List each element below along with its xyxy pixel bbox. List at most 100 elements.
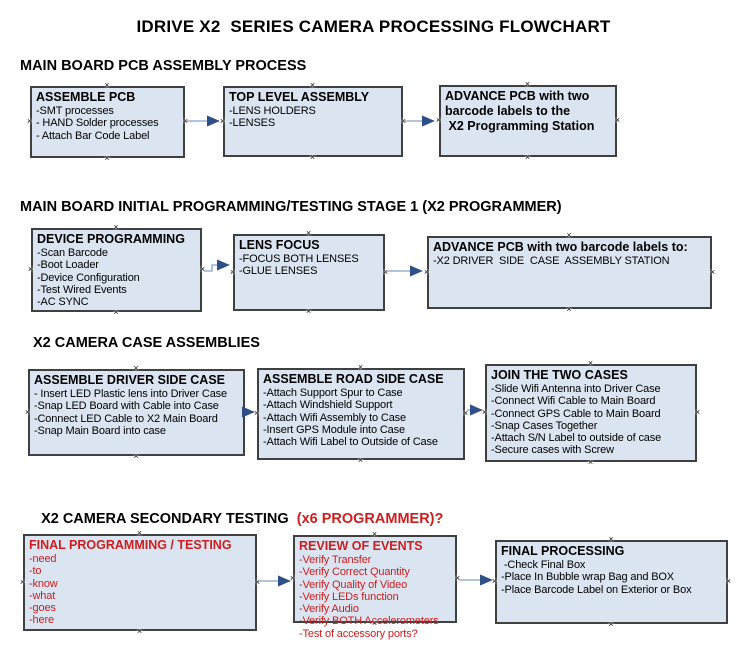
box-item: -Test of accessory ports? xyxy=(299,627,418,640)
connection-handle-icon[interactable] xyxy=(104,81,111,90)
box-items: -Scan Barcode-Boot Loader-Device Configu… xyxy=(37,247,196,308)
box-item: -GLUE LENSES xyxy=(239,265,318,278)
connection-handle-icon[interactable] xyxy=(587,458,594,467)
box-item: -Verify Audio xyxy=(299,603,359,616)
connection-handle-icon[interactable] xyxy=(19,578,26,587)
connection-handle-icon[interactable] xyxy=(253,409,260,418)
box-title: JOIN THE TWO CASES xyxy=(491,368,628,382)
box-title: TOP LEVEL ASSEMBLY xyxy=(229,90,370,104)
connection-handle-icon[interactable] xyxy=(423,268,430,277)
section-heading-case-assemblies: X2 CAMERA CASE ASSEMBLIES xyxy=(33,335,260,351)
box-device-programming[interactable]: DEVICE PROGRAMMING -Scan Barcode-Boot Lo… xyxy=(31,228,202,312)
section-heading-initial-programming: MAIN BOARD INITIAL PROGRAMMING/TESTING S… xyxy=(20,199,562,215)
connection-handle-icon[interactable] xyxy=(104,154,111,163)
connection-handle-icon[interactable] xyxy=(709,268,716,277)
connection-handle-icon[interactable] xyxy=(219,117,226,126)
box-top-level-assembly[interactable]: TOP LEVEL ASSEMBLY -LENS HOLDERS-LENSES xyxy=(223,86,403,157)
box-advance-pcb-programming-station[interactable]: ADVANCE PCB with two barcode labels to t… xyxy=(439,85,617,157)
box-item: -Connect Wifi Cable to Main Board xyxy=(491,395,656,408)
connection-handle-icon[interactable] xyxy=(309,153,316,162)
connection-handle-icon[interactable] xyxy=(608,535,615,544)
connection-handle-icon[interactable] xyxy=(566,305,573,314)
box-item: -Boot Loader xyxy=(37,259,99,272)
box-item: -Attach S/N Label to outside of case xyxy=(491,432,662,445)
connection-handle-icon[interactable] xyxy=(136,627,143,636)
box-item: -Verify Correct Quantity xyxy=(299,566,410,579)
connection-handle-icon[interactable] xyxy=(587,359,594,368)
connection-handle-icon[interactable] xyxy=(608,620,615,629)
connection-handle-icon[interactable] xyxy=(357,456,364,465)
box-item: -LENSES xyxy=(229,117,276,130)
connection-handle-icon[interactable] xyxy=(400,117,407,126)
connection-handle-icon[interactable] xyxy=(136,529,143,538)
box-items: - Insert LED Plastic lens into Driver Ca… xyxy=(34,388,239,437)
box-item: -Connect GPS Cable to Main Board xyxy=(491,407,661,420)
box-item: -Attach Support Spur to Case xyxy=(263,387,403,399)
box-title: ADVANCE PCB with two barcode labels to t… xyxy=(445,89,595,133)
connection-handle-icon[interactable] xyxy=(725,577,732,586)
connection-handle-icon[interactable] xyxy=(133,364,140,373)
connection-handle-icon[interactable] xyxy=(462,409,469,418)
connection-handle-icon[interactable] xyxy=(182,117,189,126)
connection-handle-icon[interactable] xyxy=(491,577,498,586)
connection-handle-icon[interactable] xyxy=(242,408,249,417)
box-join-the-two-cases[interactable]: JOIN THE TWO CASES -Slide Wifi Antenna i… xyxy=(485,364,697,462)
box-item: -Snap LED Board with Cable into Case xyxy=(34,400,219,413)
box-item: -Place In Bubble wrap Bag and BOX xyxy=(501,571,674,584)
box-review-of-events[interactable]: REVIEW OF EVENTS -Verify Transfer-Verify… xyxy=(293,535,457,640)
box-item: -SMT processes xyxy=(36,105,114,117)
flowchart-title: IDRIVE X2 SERIES CAMERA PROCESSING FLOWC… xyxy=(136,17,611,36)
connector-arrow[interactable] xyxy=(204,259,230,272)
connection-handle-icon[interactable] xyxy=(371,619,378,628)
box-items: -Slide Wifi Antenna into Driver Case-Con… xyxy=(491,383,691,457)
connection-handle-icon[interactable] xyxy=(481,408,488,417)
connection-handle-icon[interactable] xyxy=(305,307,312,316)
box-title: FINAL PROCESSING xyxy=(501,544,625,558)
box-item: -Verify Quality of Video xyxy=(299,578,408,591)
section-heading-secondary-testing: X2 CAMERA SECONDARY TESTING (x6 PROGRAMM… xyxy=(33,495,443,527)
connection-handle-icon[interactable] xyxy=(133,452,140,461)
connection-handle-icon[interactable] xyxy=(435,116,442,125)
connection-handle-icon[interactable] xyxy=(371,530,378,539)
connection-handle-icon[interactable] xyxy=(614,116,621,125)
connection-handle-icon[interactable] xyxy=(357,363,364,372)
connection-handle-icon[interactable] xyxy=(24,408,31,417)
box-item: -Place Barcode Label on Exterior or Box xyxy=(501,583,692,596)
connection-handle-icon[interactable] xyxy=(254,578,261,587)
box-final-processing[interactable]: FINAL PROCESSING -Check Final Box-Place … xyxy=(495,540,728,624)
box-assemble-driver-side-case[interactable]: ASSEMBLE DRIVER SIDE CASE - Insert LED P… xyxy=(28,369,245,456)
box-title: LENS FOCUS xyxy=(239,238,320,252)
box-item: -goes xyxy=(29,602,56,615)
connection-handle-icon[interactable] xyxy=(27,265,34,274)
connection-handle-icon[interactable] xyxy=(289,574,296,583)
connection-handle-icon[interactable] xyxy=(382,268,389,277)
connection-handle-icon[interactable] xyxy=(113,223,120,232)
box-item: -Scan Barcode xyxy=(37,247,108,259)
connection-handle-icon[interactable] xyxy=(694,408,701,417)
box-item: -Check Final Box xyxy=(501,559,586,571)
box-item: -LENS HOLDERS xyxy=(229,105,316,117)
box-lens-focus[interactable]: LENS FOCUS -FOCUS BOTH LENSES-GLUE LENSE… xyxy=(233,234,385,311)
connection-handle-icon[interactable] xyxy=(199,265,206,274)
connection-handle-icon[interactable] xyxy=(309,81,316,90)
box-final-programming-testing[interactable]: FINAL PROGRAMMING / TESTING -need-to-kno… xyxy=(23,534,257,631)
box-items: -SMT processes- HAND Solder processes- A… xyxy=(36,105,179,142)
box-assemble-road-side-case[interactable]: ASSEMBLE ROAD SIDE CASE -Attach Support … xyxy=(257,368,465,460)
box-item: -Attach Wifi Assembly to Case xyxy=(263,411,406,424)
box-advance-pcb-driver-side-station[interactable]: ADVANCE PCB with two barcode labels to: … xyxy=(427,236,712,309)
box-item: -FOCUS BOTH LENSES xyxy=(239,253,359,265)
connection-handle-icon[interactable] xyxy=(524,80,531,89)
connection-handle-icon[interactable] xyxy=(454,574,461,583)
connection-handle-icon[interactable] xyxy=(229,268,236,277)
connection-handle-icon[interactable] xyxy=(113,308,120,317)
box-assemble-pcb[interactable]: ASSEMBLE PCB -SMT processes- HAND Solder… xyxy=(30,86,185,158)
connection-handle-icon[interactable] xyxy=(305,229,312,238)
section-heading-secondary-testing-black: X2 CAMERA SECONDARY TESTING xyxy=(41,511,297,527)
connection-handle-icon[interactable] xyxy=(566,231,573,240)
section-heading-secondary-testing-red: (x6 PROGRAMMER)? xyxy=(296,511,444,527)
connection-handle-icon[interactable] xyxy=(524,153,531,162)
box-items: -FOCUS BOTH LENSES-GLUE LENSES xyxy=(239,253,379,278)
box-items: -Check Final Box-Place In Bubble wrap Ba… xyxy=(501,559,722,596)
box-item: -Snap Main Board into case xyxy=(34,424,166,437)
connection-handle-icon[interactable] xyxy=(26,117,33,126)
